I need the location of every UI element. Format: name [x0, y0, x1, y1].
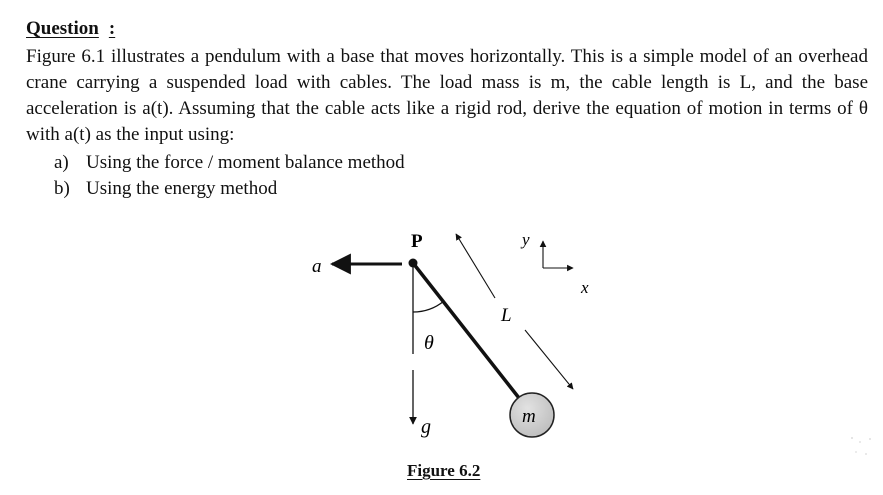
y-axis-label: y [520, 230, 530, 249]
question-heading-text: Question [26, 18, 99, 39]
length-dimension-upper [455, 233, 496, 299]
item-b-label: b) [54, 178, 70, 199]
acceleration-label: a [312, 256, 322, 277]
faint-corner-artifact [851, 437, 871, 455]
paragraph-line-4: terms of θ with a(t) as the input using: [26, 98, 869, 145]
angle-arc [412, 300, 445, 313]
pivot-label: P [411, 231, 423, 252]
question-item-b: b) Using the energy method [54, 177, 277, 201]
x-axis-label: x [580, 278, 589, 297]
paragraph-line-2: overhead crane carrying a suspended load… [26, 46, 868, 93]
item-a-text: Using the force / moment balance method [86, 152, 405, 173]
paragraph-line-1: Figure 6.1 illustrates a pendulum with a… [26, 46, 793, 67]
paragraph-line-3: base acceleration is a(t). Assuming that… [26, 72, 869, 119]
length-dimension-lower [524, 329, 574, 390]
cable-rod [411, 261, 521, 400]
question-item-a: a) Using the force / moment balance metho… [54, 151, 405, 175]
gravity-label: g [421, 416, 431, 438]
mass-label: m [522, 406, 536, 427]
item-b-text: Using the energy method [86, 178, 278, 199]
question-paragraph: Figure 6.1 illustrates a pendulum with a… [26, 44, 868, 148]
figure-caption: Figure 6.2 [407, 461, 481, 480]
question-heading: Question: [26, 17, 115, 41]
mass-bob [509, 392, 555, 438]
question-heading-colon: : [108, 18, 116, 39]
angle-label: θ [424, 332, 434, 354]
item-a-label: a) [54, 152, 69, 173]
length-label: L [500, 305, 512, 326]
